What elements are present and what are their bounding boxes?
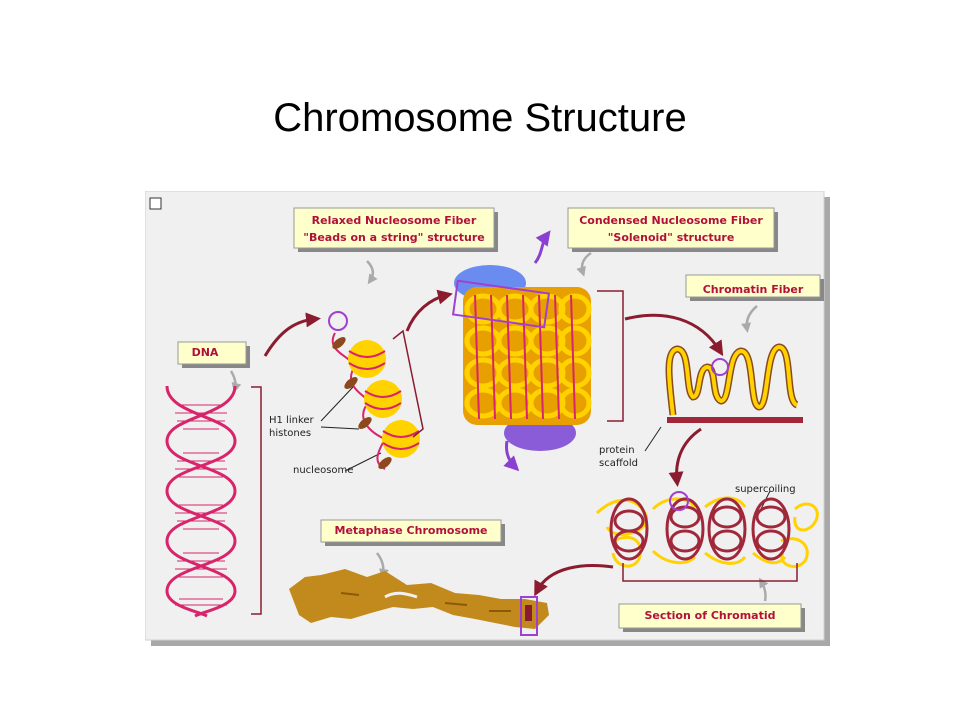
label-dna: DNA (177, 341, 250, 368)
leader-lines (320, 386, 771, 510)
condensed-label-line1: Condensed Nucleosome Fiber (579, 214, 763, 227)
label-metaphase-chromosome: Metaphase Chromosome (320, 519, 505, 546)
highlight-circle-dna (328, 311, 348, 331)
dna-label: DNA (192, 346, 219, 359)
highlight-box-chromosome (520, 596, 538, 636)
highlight-circle-supercoil (669, 491, 689, 511)
nucleosome-bead (348, 340, 386, 378)
arrow-solenoid-to-chromatin (624, 313, 724, 357)
diagram-canvas: Relaxed Nucleosome Fiber "Beads on a str… (145, 191, 830, 646)
label-chromatin-fiber: Chromatin Fiber (685, 274, 824, 301)
highlight-circle-chromatin (711, 358, 729, 376)
corner-checkbox-icon (149, 197, 162, 210)
arrow-beads-to-solenoid (405, 289, 453, 332)
relaxed-label-line1: Relaxed Nucleosome Fiber (312, 214, 477, 227)
metaphase-chromosome-label: Metaphase Chromosome (335, 524, 488, 537)
purple-arrow-bottom (503, 440, 520, 472)
supercoiling-label: supercoiling (735, 484, 796, 495)
label-relaxed-nucleosome-fiber: Relaxed Nucleosome Fiber "Beads on a str… (293, 207, 498, 252)
supercoil-bracket (622, 563, 798, 582)
chromatin-loops (665, 343, 803, 423)
h1-linker-label-line1: H1 linker (269, 415, 315, 426)
protein-scaffold-label-line1: protein (599, 445, 635, 456)
beads-on-string-fiber (328, 311, 420, 470)
supercoiled-chromatid-section (595, 491, 819, 568)
nucleosome-bead (382, 420, 420, 458)
condensed-label-line2: "Solenoid" structure (608, 231, 735, 244)
h1-linker-label-line2: histones (269, 428, 311, 439)
chromosome-structure-figure: Relaxed Nucleosome Fiber "Beads on a str… (145, 191, 830, 646)
solenoid-bracket (597, 290, 624, 422)
beads-bracket (392, 329, 424, 438)
dna-double-helix (165, 385, 237, 618)
solenoid-fiber (451, 230, 592, 472)
arrow-chromatin-to-supercoil (668, 427, 702, 487)
relaxed-label-line2: "Beads on a string" structure (303, 231, 485, 244)
protein-scaffold-bar (667, 417, 803, 423)
chromatin-fiber-label: Chromatin Fiber (703, 283, 804, 296)
metaphase-chromosome (289, 569, 549, 636)
nucleosome-label: nucleosome (293, 465, 353, 476)
highlight-box-solenoid (451, 279, 551, 329)
label-condensed-nucleosome-fiber: Condensed Nucleosome Fiber "Solenoid" st… (567, 207, 778, 252)
protein-scaffold-label-line2: scaffold (599, 458, 638, 469)
dna-bracket (251, 386, 262, 615)
purple-arrow-top (533, 230, 551, 264)
arrow-dna-to-beads (263, 312, 321, 357)
nucleosome-bead (364, 380, 402, 418)
slide-title: Chromosome Structure (273, 96, 687, 140)
label-section-of-chromatid: Section of Chromatid (618, 603, 805, 632)
section-of-chromatid-label: Section of Chromatid (645, 609, 776, 622)
arrow-supercoil-to-chromosome (534, 564, 614, 597)
